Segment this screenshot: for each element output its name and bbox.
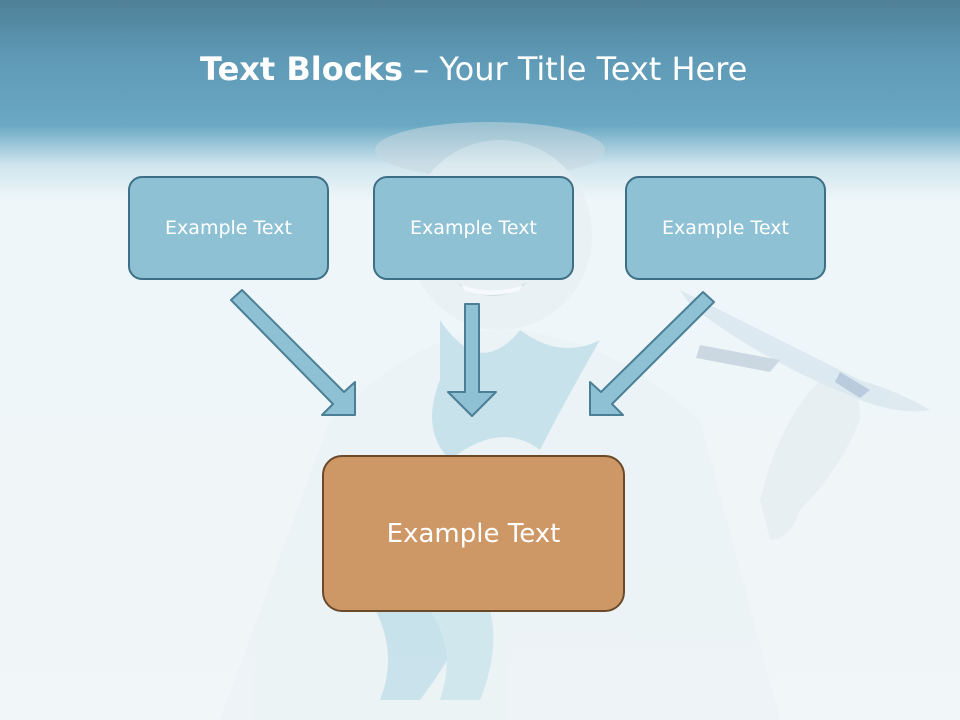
text-box-3[interactable]: Example Text [625,176,826,280]
text-box-2-label: Example Text [410,217,537,239]
arrow-center [447,303,497,417]
text-box-2[interactable]: Example Text [373,176,574,280]
text-box-3-label: Example Text [662,217,789,239]
target-text-box[interactable]: Example Text [322,455,625,612]
slide-title: Text Blocks – Your Title Text Here [0,50,960,88]
arrow-left [230,289,356,416]
arrow-right [589,291,715,416]
text-box-1[interactable]: Example Text [128,176,329,280]
title-rest: – Your Title Text Here [403,50,748,88]
title-bold: Text Blocks [200,50,403,88]
target-text-box-label: Example Text [386,518,561,549]
text-box-1-label: Example Text [165,217,292,239]
